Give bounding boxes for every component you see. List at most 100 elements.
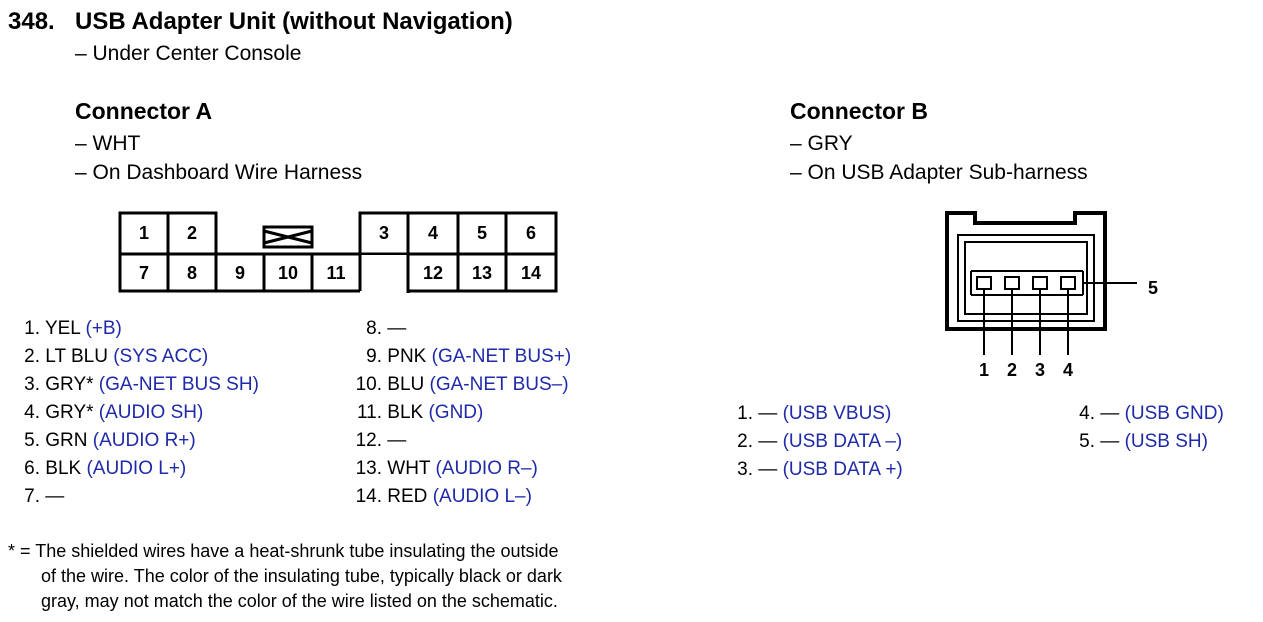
pin-number: 3.: [24, 374, 40, 395]
a-cell-1: 1: [139, 223, 149, 243]
pin-function: (AUDIO SH): [98, 402, 204, 423]
pin-number: 1.: [737, 403, 753, 424]
wire-color: WHT: [387, 458, 431, 479]
pin-function: (AUDIO R+): [92, 430, 196, 451]
wire-color: —: [1100, 431, 1120, 452]
pin-number: 5.: [24, 430, 40, 451]
pin-function: (SYS ACC): [113, 346, 209, 367]
pin-number: 3.: [737, 459, 753, 480]
wire-color: —: [387, 430, 407, 451]
pin-function: (USB DATA +): [782, 459, 903, 480]
pin-number: 9.: [366, 346, 382, 367]
diagram-number: 348.: [8, 8, 55, 35]
pin-function: (GA-NET BUS SH): [98, 374, 259, 395]
wire-color: BLK: [387, 402, 424, 423]
a-cell-5: 5: [477, 223, 487, 243]
connector-a-diagram: 1 2 3 4 5 6 7 8 9 10 11 12 13 14: [118, 211, 558, 293]
a-cell-12: 12: [423, 263, 443, 283]
connector-a-pins-right: 8. — 9. PNK (GA-NET BUS+) 10. BLU (GA-NE…: [350, 315, 572, 511]
pin-row: 2. LT BLU (SYS ACC): [18, 343, 259, 371]
pin-row: 5. GRN (AUDIO R+): [18, 427, 259, 455]
pin-number: 4.: [24, 402, 40, 423]
wire-color: —: [758, 403, 778, 424]
a-cell-13: 13: [472, 263, 492, 283]
pin-function: (USB VBUS): [782, 403, 892, 424]
wire-color: —: [387, 318, 407, 339]
pin-function: (USB SH): [1124, 431, 1208, 452]
pin-row: 2. — (USB DATA –): [735, 428, 903, 456]
wire-color: —: [45, 486, 65, 507]
connector-b-heading: Connector B: [790, 98, 928, 124]
pin-row: 7. —: [18, 483, 259, 511]
pin-function: (+B): [85, 318, 122, 339]
wire-color: RED: [387, 486, 428, 507]
a-cell-14: 14: [521, 263, 541, 283]
page-title: USB Adapter Unit (without Navigation): [75, 8, 513, 35]
a-cell-9: 9: [235, 263, 245, 283]
pin-row: 4. — (USB GND): [1077, 400, 1224, 428]
connector-b-pins-left: 1. — (USB VBUS) 2. — (USB DATA –) 3. — (…: [735, 400, 903, 484]
pin-number: 5.: [1079, 431, 1095, 452]
pin-function: (GA-NET BUS–): [429, 374, 569, 395]
pin-number: 13.: [355, 458, 382, 479]
pin-number: 7.: [24, 486, 40, 507]
pin-row: 1. — (USB VBUS): [735, 400, 903, 428]
connector-b-diagram: 1 2 3 4 5: [945, 211, 1158, 380]
connector-a-pins-left: 1. YEL (+B) 2. LT BLU (SYS ACC) 3. GRY* …: [18, 315, 259, 511]
pin-row: 12. —: [350, 427, 571, 455]
a-cell-11: 11: [326, 263, 345, 283]
pin-function: (AUDIO L+): [86, 458, 187, 479]
wire-color: YEL: [44, 318, 81, 339]
pin-row: 6. BLK (AUDIO L+): [18, 455, 259, 483]
b-label-5: 5: [1148, 278, 1158, 298]
wire-color: GRY*: [45, 402, 94, 423]
wire-color: PNK: [387, 346, 427, 367]
pin-row: 9. PNK (GA-NET BUS+): [350, 343, 571, 371]
connector-a-heading: Connector A: [75, 98, 213, 124]
a-cell-2: 2: [187, 223, 197, 243]
connector-a-location: – On Dashboard Wire Harness: [75, 161, 363, 184]
a-cell-6: 6: [526, 223, 536, 243]
pin-number: 11.: [356, 402, 382, 423]
pin-function: (USB GND): [1124, 403, 1224, 424]
footnote-line: gray, may not match the color of the wir…: [41, 591, 558, 611]
pin-number: 2.: [24, 346, 40, 367]
pin-row: 1. YEL (+B): [18, 315, 259, 343]
pin-row: 5. — (USB SH): [1077, 428, 1224, 456]
wire-color: GRY*: [45, 374, 94, 395]
connector-b-color: – GRY: [790, 132, 853, 155]
wire-color: BLU: [387, 374, 425, 395]
pin-function: (AUDIO R–): [435, 458, 538, 479]
pin-row: 11. BLK (GND): [350, 399, 571, 427]
b-label-4: 4: [1063, 360, 1073, 380]
connector-b-location: – On USB Adapter Sub-harness: [790, 161, 1088, 184]
pin-number: 14.: [355, 486, 382, 507]
a-cell-10: 10: [278, 263, 298, 283]
pin-number: 6.: [24, 458, 40, 479]
pin-row: 3. GRY* (GA-NET BUS SH): [18, 371, 259, 399]
pin-row: 3. — (USB DATA +): [735, 456, 903, 484]
wire-color: —: [758, 431, 778, 452]
b-label-2: 2: [1007, 360, 1017, 380]
wire-color: BLK: [45, 458, 82, 479]
wire-color: GRN: [45, 430, 88, 451]
wire-color: LT BLU: [45, 346, 108, 367]
pin-number: 10.: [355, 374, 382, 395]
connector-b-pins-right: 4. — (USB GND) 5. — (USB SH): [1077, 400, 1224, 456]
a-cell-8: 8: [187, 263, 197, 283]
b-label-3: 3: [1035, 360, 1045, 380]
footnote-line: * = The shielded wires have a heat-shrun…: [8, 541, 559, 561]
pin-row: 4. GRY* (AUDIO SH): [18, 399, 259, 427]
pin-function: (AUDIO L–): [432, 486, 532, 507]
pin-function: (USB DATA –): [782, 431, 903, 452]
pin-number: 1.: [24, 318, 40, 339]
connector-a-color: – WHT: [75, 132, 141, 155]
wire-color: —: [758, 459, 778, 480]
pin-function: (GA-NET BUS+): [431, 346, 572, 367]
pin-row: 10. BLU (GA-NET BUS–): [350, 371, 571, 399]
a-cell-3: 3: [379, 223, 389, 243]
wire-color: —: [1100, 403, 1120, 424]
pin-row: 14. RED (AUDIO L–): [350, 483, 571, 511]
unit-location: – Under Center Console: [75, 42, 302, 65]
b-label-1: 1: [979, 360, 989, 380]
